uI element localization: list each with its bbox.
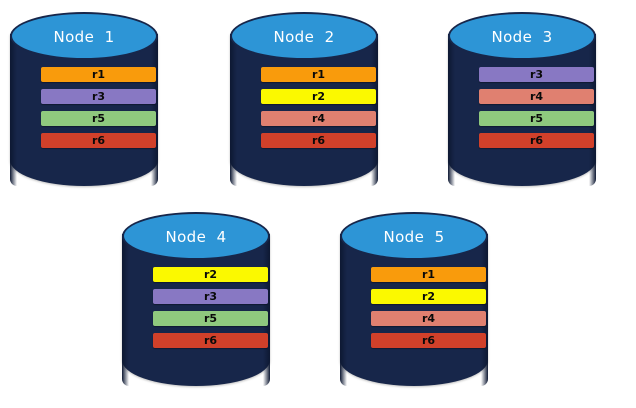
replica-bar[interactable]: r5 xyxy=(41,111,156,126)
replica-bar[interactable]: r4 xyxy=(479,89,594,104)
replica-label: r5 xyxy=(529,112,544,125)
replica-list: r2 r3 r5 r6 xyxy=(153,267,268,348)
replica-label: r6 xyxy=(529,134,544,147)
node-cylinder[interactable]: Node 2 r1 r2 r4 r6 xyxy=(230,12,378,186)
replica-label: r6 xyxy=(311,134,326,147)
cylinder-top-ellipse: Node 5 xyxy=(340,212,488,260)
replica-label: r1 xyxy=(91,68,106,81)
cylinder-top-ellipse: Node 3 xyxy=(448,12,596,60)
replica-label: r2 xyxy=(203,268,218,281)
replica-bar[interactable]: r6 xyxy=(153,333,268,348)
replica-label: r3 xyxy=(203,290,218,303)
node-label: Node 3 xyxy=(491,27,553,46)
replica-label: r6 xyxy=(91,134,106,147)
replica-bar[interactable]: r1 xyxy=(41,67,156,82)
node-cylinder[interactable]: Node 5 r1 r2 r4 r6 xyxy=(340,212,488,386)
replica-label: r4 xyxy=(421,312,436,325)
replica-label: r1 xyxy=(421,268,436,281)
replica-list: r3 r4 r5 r6 xyxy=(479,67,594,148)
replica-bar[interactable]: r2 xyxy=(261,89,376,104)
node-label: Node 5 xyxy=(383,227,445,246)
replica-label: r3 xyxy=(91,90,106,103)
replica-label: r6 xyxy=(203,334,218,347)
replica-bar[interactable]: r3 xyxy=(479,67,594,82)
cylinder-top-ellipse: Node 2 xyxy=(230,12,378,60)
replica-label: r1 xyxy=(311,68,326,81)
replica-bar[interactable]: r4 xyxy=(371,311,486,326)
cylinder-top-ellipse: Node 4 xyxy=(122,212,270,260)
replica-bar[interactable]: r1 xyxy=(261,67,376,82)
replica-bar[interactable]: r6 xyxy=(41,133,156,148)
replica-label: r2 xyxy=(311,90,326,103)
replica-label: r3 xyxy=(529,68,544,81)
replica-bar[interactable]: r5 xyxy=(479,111,594,126)
replica-label: r4 xyxy=(529,90,544,103)
replica-bar[interactable]: r6 xyxy=(261,133,376,148)
replica-bar[interactable]: r2 xyxy=(371,289,486,304)
node-cylinder[interactable]: Node 1 r1 r3 r5 r6 xyxy=(10,12,158,186)
replica-bar[interactable]: r1 xyxy=(371,267,486,282)
replica-bar[interactable]: r6 xyxy=(479,133,594,148)
replica-bar[interactable]: r3 xyxy=(41,89,156,104)
replica-label: r6 xyxy=(421,334,436,347)
node-cylinder[interactable]: Node 4 r2 r3 r5 r6 xyxy=(122,212,270,386)
node-cylinder[interactable]: Node 3 r3 r4 r5 r6 xyxy=(448,12,596,186)
replica-list: r1 r2 r4 r6 xyxy=(261,67,376,148)
replica-label: r2 xyxy=(421,290,436,303)
node-label: Node 1 xyxy=(53,27,115,46)
cylinder-top-ellipse: Node 1 xyxy=(10,12,158,60)
replica-bar[interactable]: r6 xyxy=(371,333,486,348)
replica-bar[interactable]: r5 xyxy=(153,311,268,326)
replica-bar[interactable]: r2 xyxy=(153,267,268,282)
replica-label: r5 xyxy=(203,312,218,325)
replica-label: r4 xyxy=(311,112,326,125)
replica-list: r1 r2 r4 r6 xyxy=(371,267,486,348)
replica-list: r1 r3 r5 r6 xyxy=(41,67,156,148)
node-label: Node 2 xyxy=(273,27,335,46)
replica-label: r5 xyxy=(91,112,106,125)
node-label: Node 4 xyxy=(165,227,227,246)
replica-bar[interactable]: r3 xyxy=(153,289,268,304)
replica-bar[interactable]: r4 xyxy=(261,111,376,126)
